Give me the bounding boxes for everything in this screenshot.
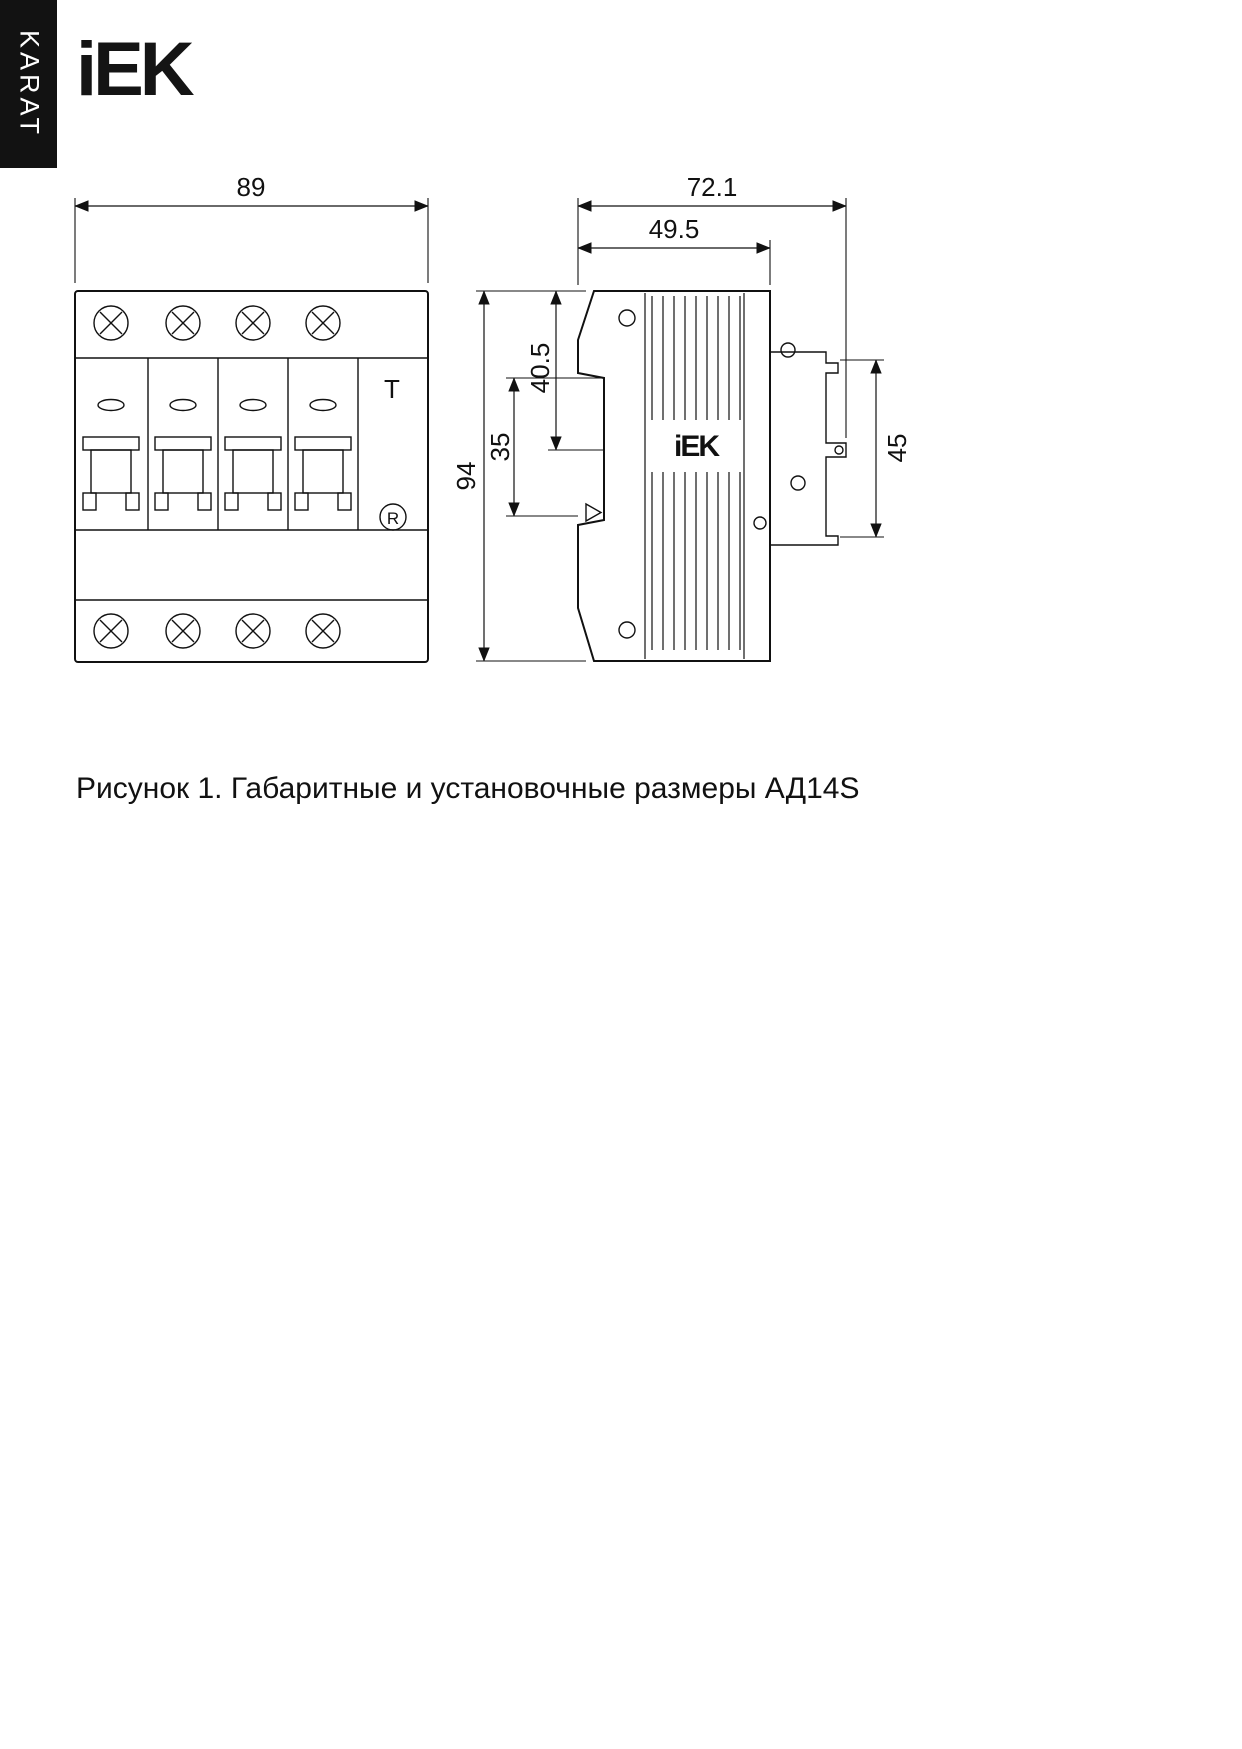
svg-text:R: R [387, 509, 399, 528]
dim-label-35: 35 [485, 433, 515, 462]
dim-terminal-window: 35 [485, 377, 604, 517]
dim-label-94: 94 [451, 462, 481, 491]
figure-caption: Рисунок 1. Габаритные и установочные раз… [76, 772, 860, 805]
dim-label-89: 89 [237, 172, 266, 202]
dim-top-to-catch: 40.5 [525, 290, 604, 451]
iek-logo: iEK [76, 27, 195, 112]
side-vent-ribs-lower [651, 472, 741, 650]
test-button-mark: T [384, 374, 400, 404]
side-view: iEK 72.1 [451, 172, 912, 662]
karat-series-bar: KARAT [0, 0, 57, 168]
dim-label-49-5: 49.5 [649, 214, 700, 244]
dim-total-depth: 72.1 [577, 172, 847, 438]
technical-drawing: T R 89 [74, 172, 912, 663]
dim-label-72-1: 72.1 [687, 172, 738, 202]
front-view: T R 89 [74, 172, 429, 663]
front-label-slots [97, 398, 337, 412]
dim-height: 94 [451, 290, 586, 662]
front-top-screws [93, 305, 341, 341]
dim-din-rail: 45 [840, 359, 912, 538]
din-rail-clip [770, 351, 847, 546]
device-logo-mark: iEK [674, 430, 720, 463]
dim-body-depth: 49.5 [577, 214, 771, 285]
mount-marker-triangle [585, 502, 603, 523]
side-rivets [618, 309, 806, 639]
front-bottom-screws [93, 613, 341, 649]
clip-latch-pin [834, 445, 844, 455]
front-body-outline [74, 290, 429, 663]
dim-label-45: 45 [882, 434, 912, 463]
side-vent-ribs-upper [651, 296, 741, 420]
dim-front-width: 89 [74, 172, 429, 283]
front-toggle-handles [82, 436, 352, 511]
dim-label-40-5: 40.5 [525, 343, 555, 394]
registered-mark: R [379, 503, 407, 531]
